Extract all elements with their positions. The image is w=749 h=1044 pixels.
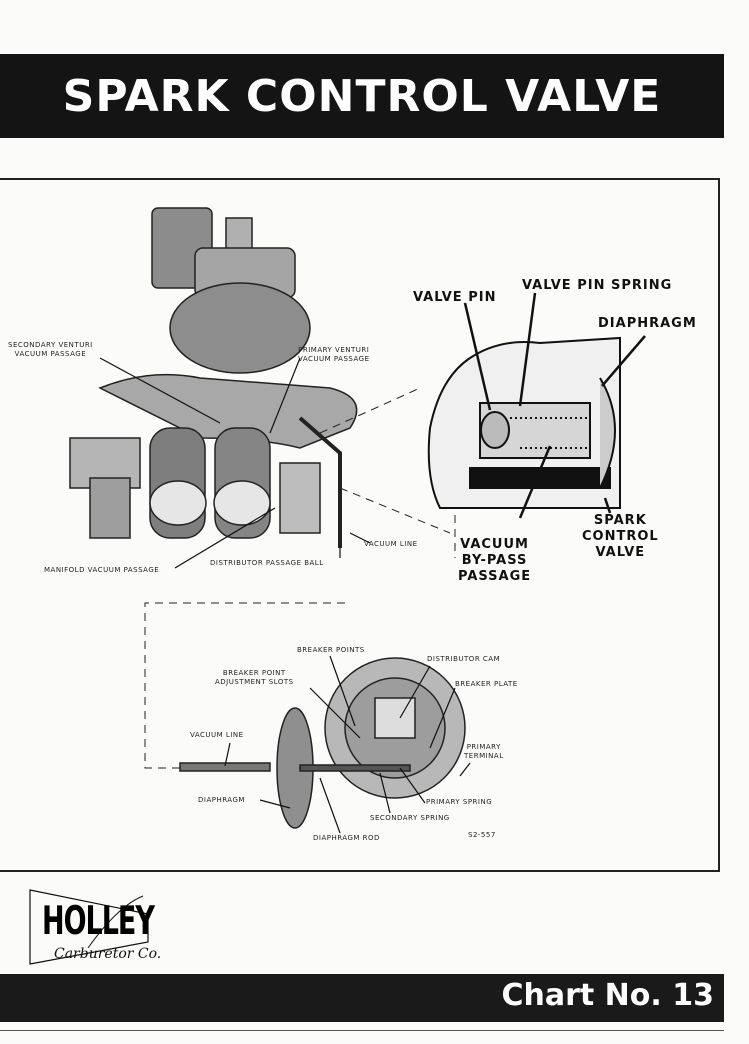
label-vacuum-line-carb: VACUUM LINE [364, 540, 418, 548]
label-line: PASSAGE [458, 569, 532, 584]
holley-logo: HOLLEY Carburetor Co. [28, 886, 178, 968]
bottom-rule [0, 1030, 724, 1031]
diagram-frame [0, 178, 720, 872]
leader-lines [99, 292, 646, 834]
label-diaphragm-rod: DIAPHRAGM ROD [313, 834, 380, 842]
label-line: PRIMARY VENTURI [298, 346, 370, 354]
logo-subtitle: Carburetor Co. [54, 946, 162, 962]
chart-number-bar: Chart No. 13 [0, 974, 724, 1022]
label-primary-spring: PRIMARY SPRING [426, 798, 493, 806]
label-diaphragm-valve: DIAPHRAGM [598, 316, 697, 331]
label-line: VACUUM PASSAGE [14, 350, 87, 358]
label-line: VACUUM [460, 537, 529, 552]
label-line: CONTROL [582, 529, 659, 544]
label-line: SPARK [593, 513, 647, 528]
label-secondary-spring: SECONDARY SPRING [370, 814, 450, 822]
logo-word: HOLLEY [42, 898, 155, 945]
label-valve-pin-spring: VALVE PIN SPRING [522, 278, 673, 293]
label-line: BY-PASS [461, 553, 528, 568]
label-line: VALVE [595, 545, 646, 560]
label-distributor-ball: DISTRIBUTOR PASSAGE BALL [210, 559, 324, 567]
figure-code: S2-557 [468, 831, 496, 839]
label-primary-terminal: PRIMARY TERMINAL [464, 743, 504, 761]
label-manifold-vacuum: MANIFOLD VACUUM PASSAGE [44, 566, 160, 574]
chart-number: Chart No. 13 [501, 978, 714, 1013]
logo-pennant-icon [29, 889, 149, 965]
label-vacuum-bypass: VACUUM BY-PASS PASSAGE [458, 537, 531, 585]
label-spark-control-valve: SPARK CONTROL VALVE [582, 513, 659, 561]
label-primary-venturi: PRIMARY VENTURI VACUUM PASSAGE [298, 346, 370, 364]
page-title: SPARK CONTROL VALVE [62, 70, 662, 122]
label-diaphragm-dist: DIAPHRAGM [198, 796, 245, 804]
label-line: BREAKER POINT [222, 669, 286, 677]
label-vacuum-line-dist: VACUUM LINE [190, 731, 244, 739]
distributor-illustration [179, 657, 466, 829]
title-bar: SPARK CONTROL VALVE [0, 54, 724, 138]
label-secondary-venturi: SECONDARY VENTURI VACUUM PASSAGE [8, 341, 93, 359]
label-line: TERMINAL [464, 752, 504, 760]
label-line: ADJUSTMENT SLOTS [215, 678, 294, 686]
label-line: VACUUM PASSAGE [298, 355, 370, 363]
label-breaker-points: BREAKER POINTS [297, 646, 365, 654]
label-line: SECONDARY VENTURI [8, 341, 93, 349]
label-adjustment-slots: BREAKER POINT ADJUSTMENT SLOTS [215, 669, 294, 687]
valve-cutaway-illustration [427, 336, 621, 509]
carburetor-illustration [69, 207, 358, 548]
label-breaker-plate: BREAKER PLATE [455, 680, 518, 688]
label-line: PRIMARY [466, 743, 501, 751]
diagram-illustration [69, 207, 646, 834]
label-valve-pin: VALVE PIN [413, 290, 497, 305]
label-distributor-cam: DISTRIBUTOR CAM [427, 655, 501, 663]
